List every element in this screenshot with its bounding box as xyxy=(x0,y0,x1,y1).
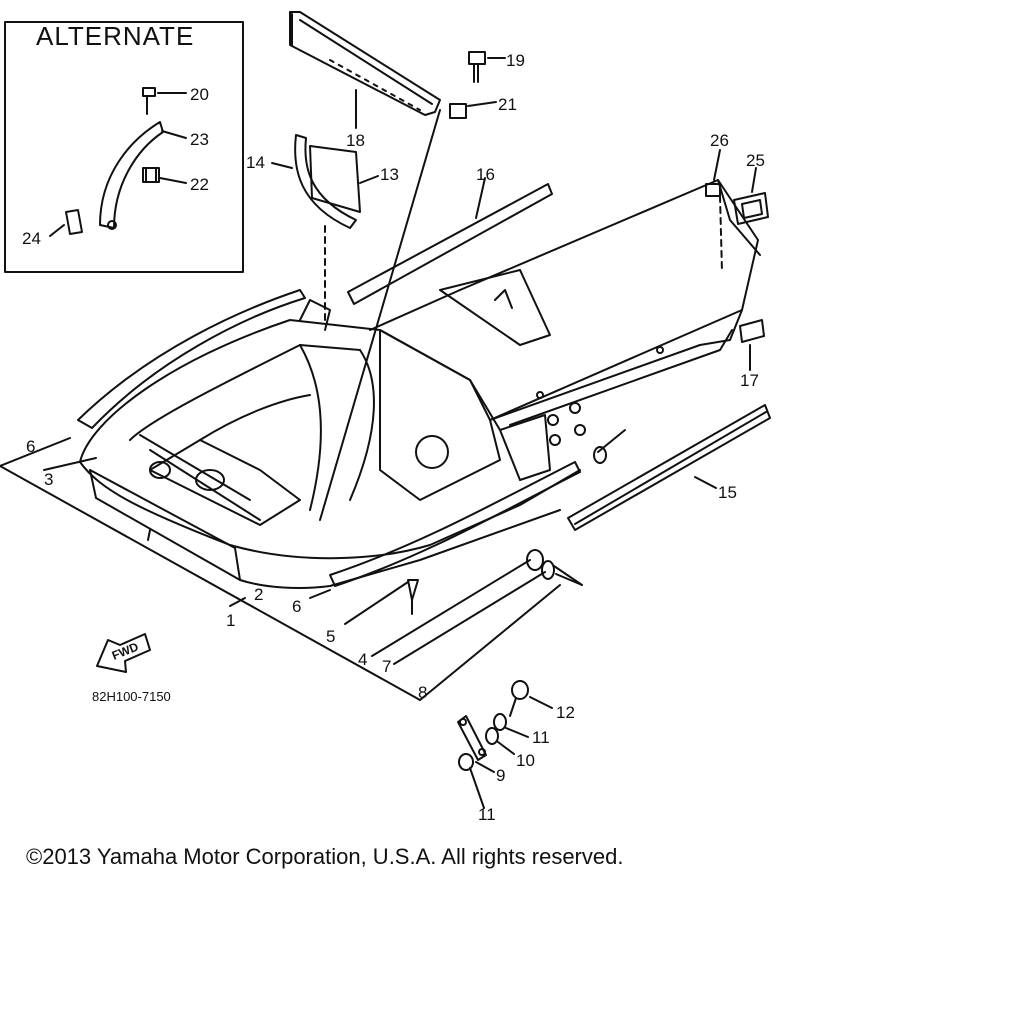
part-label-19: 19 xyxy=(506,51,525,70)
rub-rail-icon xyxy=(329,461,581,587)
trim-strip-icon xyxy=(347,183,553,305)
bolt-icon xyxy=(142,87,156,115)
part-label-5: 5 xyxy=(326,627,335,646)
nut-icon xyxy=(142,167,160,183)
part-label-9: 9 xyxy=(496,766,505,785)
part-label-11: 11 xyxy=(532,728,550,747)
grab-handle-icon xyxy=(294,134,357,229)
part-label-21: 21 xyxy=(498,95,517,114)
part-label-20: 20 xyxy=(190,85,209,104)
part-label-7: 7 xyxy=(382,657,391,676)
bracket-icon xyxy=(457,715,487,761)
screw-icon xyxy=(597,429,626,453)
emblem-icon xyxy=(733,192,769,225)
part-label-12: 12 xyxy=(556,703,575,722)
part-label-24: 24 xyxy=(22,229,41,248)
pad-icon xyxy=(309,145,361,213)
part-label-23: 23 xyxy=(190,130,209,149)
part-label-4: 4 xyxy=(358,650,367,669)
part-label-10: 10 xyxy=(516,751,535,770)
diagram-code: 82H100-7150 xyxy=(92,689,171,704)
washer-icon xyxy=(493,713,507,731)
seat-plate-icon xyxy=(289,11,441,116)
alternate-inset: ALTERNATE xyxy=(4,21,244,273)
screw-icon xyxy=(541,560,583,586)
part-label-25: 25 xyxy=(746,151,765,170)
nut-icon xyxy=(449,103,467,119)
inset-title: ALTERNATE xyxy=(36,21,194,51)
part-label-17: 17 xyxy=(740,371,759,390)
part-label-8: 8 xyxy=(418,683,427,702)
side-rail-icon xyxy=(567,404,771,531)
rivet-icon xyxy=(407,579,419,615)
part-label-2: 2 xyxy=(254,585,263,604)
bolt-icon xyxy=(509,680,529,717)
part-label-11b: 11 xyxy=(478,805,496,824)
part-label-18: 18 xyxy=(346,131,365,150)
plate-icon xyxy=(65,209,83,235)
copyright-notice: ©2013 Yamaha Motor Corporation, U.S.A. A… xyxy=(26,844,624,869)
part-label-3: 3 xyxy=(44,470,53,489)
nut-icon xyxy=(705,183,721,197)
part-label-13: 13 xyxy=(380,165,399,184)
washer-icon xyxy=(458,753,474,771)
part-label-1: 1 xyxy=(226,611,235,630)
washer-icon xyxy=(526,549,544,571)
part-label-26: 26 xyxy=(710,131,729,150)
part-labels: 1 2 3 4 5 6 6 7 8 9 10 11 11 12 13 14 15… xyxy=(22,51,765,824)
part-label-16: 16 xyxy=(476,165,495,184)
hull-body xyxy=(77,179,761,589)
forward-arrow-icon: FWD xyxy=(96,633,151,673)
arch-bracket-icon xyxy=(99,121,164,229)
bolt-icon xyxy=(468,51,486,83)
plate-icon xyxy=(739,319,765,343)
part-label-6: 6 xyxy=(26,437,35,456)
part-label-6b: 6 xyxy=(292,597,301,616)
exploded-parts-diagram: ALTERNATE xyxy=(0,11,771,824)
part-label-14: 14 xyxy=(246,153,265,172)
washer-icon xyxy=(485,727,499,745)
part-label-22: 22 xyxy=(190,175,209,194)
part-label-15: 15 xyxy=(718,483,737,502)
